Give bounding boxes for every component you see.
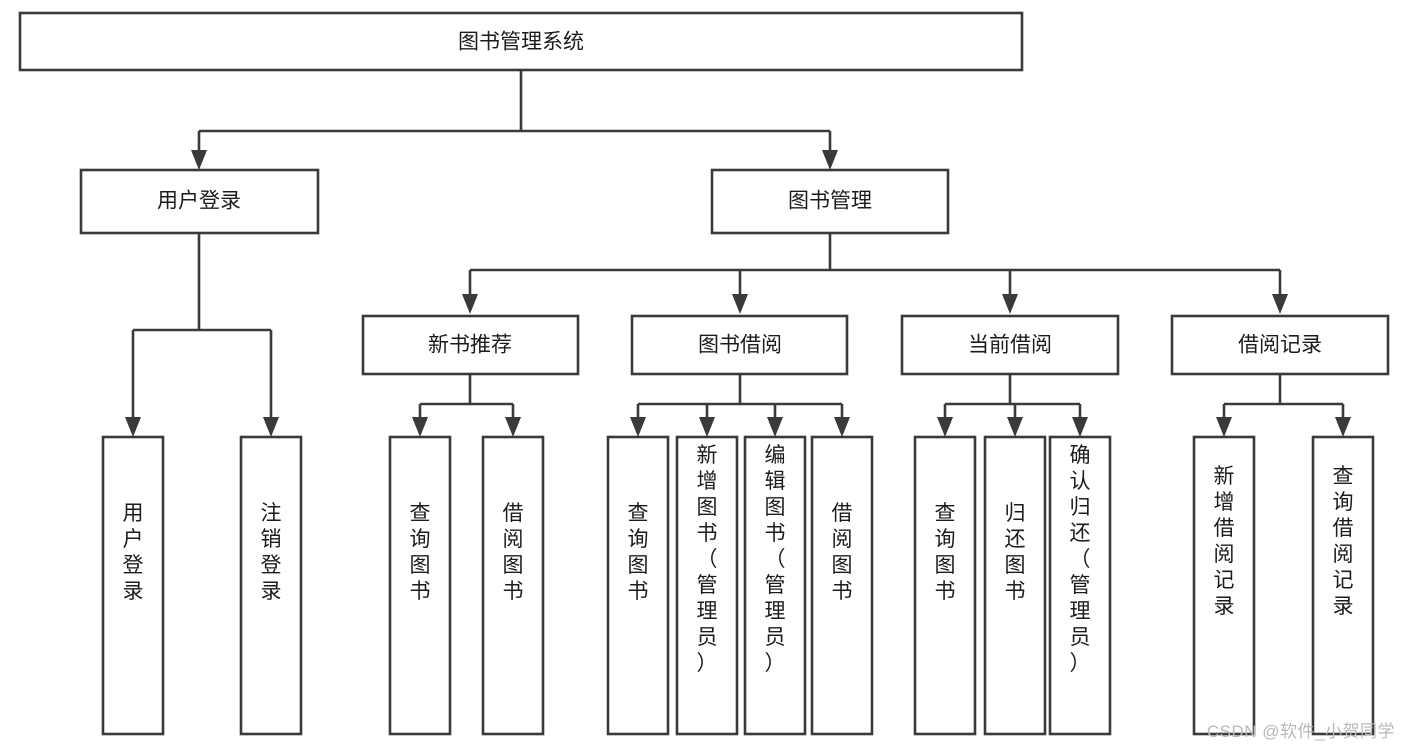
- arrow-head-query-book-1: [412, 417, 428, 437]
- node-leaf-logout-label: 注销登录: [261, 502, 282, 603]
- node-leaf-confirm-return[interactable]: 确认归还（管理员）: [1048, 435, 1112, 736]
- arrow-head-query-book-2: [630, 417, 646, 437]
- node-current-borrow[interactable]: 当前借阅: [900, 314, 1120, 376]
- node-leaf-user-login[interactable]: 用户登录: [101, 435, 165, 736]
- arrow-head-borrow-book-1: [505, 417, 521, 437]
- node-leaf-return-book-label: 归还图书: [1005, 502, 1026, 603]
- connector-layer: [125, 70, 1351, 437]
- node-leaf-query-book-1-box[interactable]: [388, 435, 452, 736]
- node-leaf-query-book-2[interactable]: 查询图书: [606, 435, 670, 736]
- node-leaf-confirm-return-box[interactable]: [1048, 435, 1112, 736]
- arrow-head-return-book: [1007, 417, 1023, 437]
- arrow-head-confirm-return: [1072, 417, 1088, 437]
- node-leaf-return-book[interactable]: 归还图书: [983, 435, 1047, 736]
- node-root-box[interactable]: [18, 11, 1024, 72]
- node-current-borrow-label: 当前借阅: [968, 334, 1052, 357]
- arrow-head-add-book: [699, 417, 715, 437]
- node-leaf-borrow-book-1[interactable]: 借阅图书: [481, 435, 545, 736]
- node-leaf-add-book-label: 新增图书（管理员）: [697, 444, 718, 675]
- csdn-watermark: CSDN @软件_小贺同学: [1206, 722, 1395, 741]
- node-new-book-rec[interactable]: 新书推荐: [361, 314, 580, 376]
- arrow-head-add-record: [1216, 417, 1232, 437]
- node-leaf-add-book-box[interactable]: [675, 435, 739, 736]
- node-leaf-return-book-box[interactable]: [983, 435, 1047, 736]
- arrow-head-currentborrow: [1002, 294, 1018, 314]
- node-leaf-borrow-book-2-box[interactable]: [810, 435, 874, 736]
- node-leaf-add-record-box[interactable]: [1192, 435, 1256, 736]
- node-leaf-query-book-3-box[interactable]: [913, 435, 977, 736]
- node-borrow-record-box[interactable]: [1170, 314, 1390, 376]
- arrow-head-query-book-3: [937, 417, 953, 437]
- arrow-head-newbook: [462, 294, 478, 314]
- arrow-head-user-login: [191, 150, 207, 170]
- node-leaf-add-record-label: 新增借阅记录: [1214, 465, 1235, 618]
- node-leaf-add-book[interactable]: 新增图书（管理员）: [675, 435, 739, 736]
- node-user-login-label: 用户登录: [157, 190, 241, 213]
- node-book-borrow-box[interactable]: [630, 314, 849, 376]
- node-leaf-query-record-box[interactable]: [1311, 435, 1375, 736]
- arrow-head-borrow-book-2: [834, 417, 850, 437]
- node-leaf-query-book-1[interactable]: 查询图书: [388, 435, 452, 736]
- node-leaf-borrow-book-2[interactable]: 借阅图书: [810, 435, 874, 736]
- node-book-manage-label: 图书管理: [788, 190, 872, 213]
- node-leaf-query-book-2-box[interactable]: [606, 435, 670, 736]
- arrow-head-book-manage: [822, 150, 838, 170]
- node-current-borrow-box[interactable]: [900, 314, 1120, 376]
- arrow-head-query-record: [1335, 417, 1351, 437]
- node-root[interactable]: 图书管理系统: [18, 11, 1024, 72]
- node-leaf-borrow-book-1-box[interactable]: [481, 435, 545, 736]
- node-leaf-query-book-3[interactable]: 查询图书: [913, 435, 977, 736]
- arrow-head-edit-book: [767, 417, 783, 437]
- node-leaf-query-book-3-label: 查询图书: [935, 502, 956, 603]
- node-leaf-logout-box[interactable]: [239, 435, 303, 736]
- node-leaf-query-record[interactable]: 查询借阅记录: [1311, 435, 1375, 736]
- node-leaf-logout[interactable]: 注销登录: [239, 435, 303, 736]
- node-leaf-add-record[interactable]: 新增借阅记录: [1192, 435, 1256, 736]
- node-user-login[interactable]: 用户登录: [79, 168, 320, 235]
- node-new-book-rec-box[interactable]: [361, 314, 580, 376]
- arrow-head-borrowrecord: [1272, 294, 1288, 314]
- node-book-manage-box[interactable]: [710, 168, 950, 235]
- node-leaf-edit-book-label: 编辑图书（管理员）: [765, 444, 786, 675]
- node-borrow-record-label: 借阅记录: [1238, 334, 1322, 357]
- node-leaf-edit-book[interactable]: 编辑图书（管理员）: [743, 435, 807, 736]
- node-leaf-confirm-return-label: 确认归还（管理员）: [1070, 444, 1091, 675]
- node-user-login-box[interactable]: [79, 168, 320, 235]
- arrow-head-leaf-logout: [263, 417, 279, 437]
- node-leaf-query-record-label: 查询借阅记录: [1333, 465, 1354, 618]
- arrow-head-bookborrow: [732, 294, 748, 314]
- node-leaf-edit-book-box[interactable]: [743, 435, 807, 736]
- node-leaf-query-book-1-label: 查询图书: [410, 502, 431, 603]
- node-new-book-rec-label: 新书推荐: [428, 334, 512, 357]
- node-book-borrow[interactable]: 图书借阅: [630, 314, 849, 376]
- arrow-head-leaf-user-login: [125, 417, 141, 437]
- node-leaf-user-login-label: 用户登录: [123, 502, 144, 603]
- node-book-manage[interactable]: 图书管理: [710, 168, 950, 235]
- node-layer: 图书管理系统 用户登录 图书管理 新书推荐 图书借阅 当前: [18, 11, 1390, 736]
- node-leaf-borrow-book-2-label: 借阅图书: [832, 502, 853, 603]
- node-leaf-query-book-2-label: 查询图书: [628, 502, 649, 603]
- node-root-label: 图书管理系统: [458, 31, 584, 54]
- node-leaf-borrow-book-1-label: 借阅图书: [503, 502, 524, 603]
- node-book-borrow-label: 图书借阅: [698, 334, 782, 357]
- node-borrow-record[interactable]: 借阅记录: [1170, 314, 1390, 376]
- node-leaf-user-login-box[interactable]: [101, 435, 165, 736]
